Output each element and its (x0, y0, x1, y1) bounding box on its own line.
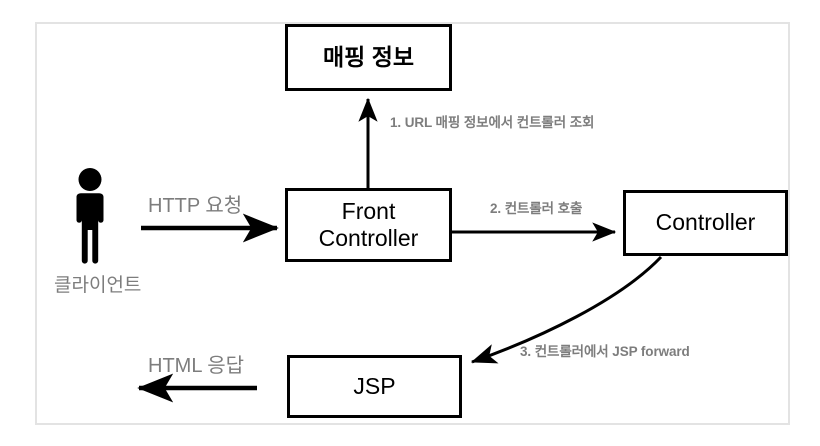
edge-label-step3: 3. 컨트롤러에서 JSP forward (520, 344, 690, 359)
edge-label-step2: 2. 컨트롤러 호출 (490, 201, 583, 216)
client-label: 클라이언트 (54, 275, 142, 296)
person-icon (76, 168, 104, 264)
edge-label-html-response: HTML 응답 (148, 355, 245, 377)
node-front-controller-line2: Controller (318, 225, 419, 251)
edge-label-http-request: HTTP 요청 (148, 195, 243, 217)
node-jsp-label: JSP (353, 372, 396, 399)
edge-label-step1: 1. URL 매핑 정보에서 컨트롤러 조회 (390, 115, 595, 130)
node-controller-label: Controller (655, 209, 756, 236)
node-mapping-info[interactable]: 매핑 정보 (285, 24, 452, 91)
node-front-controller-line1: Front (341, 197, 396, 224)
node-front-controller-label: Front Controller (319, 198, 419, 252)
node-controller[interactable]: Controller (623, 190, 788, 256)
node-mapping-info-label: 매핑 정보 (322, 43, 415, 70)
node-front-controller[interactable]: Front Controller (285, 188, 452, 262)
node-jsp[interactable]: JSP (287, 355, 462, 418)
